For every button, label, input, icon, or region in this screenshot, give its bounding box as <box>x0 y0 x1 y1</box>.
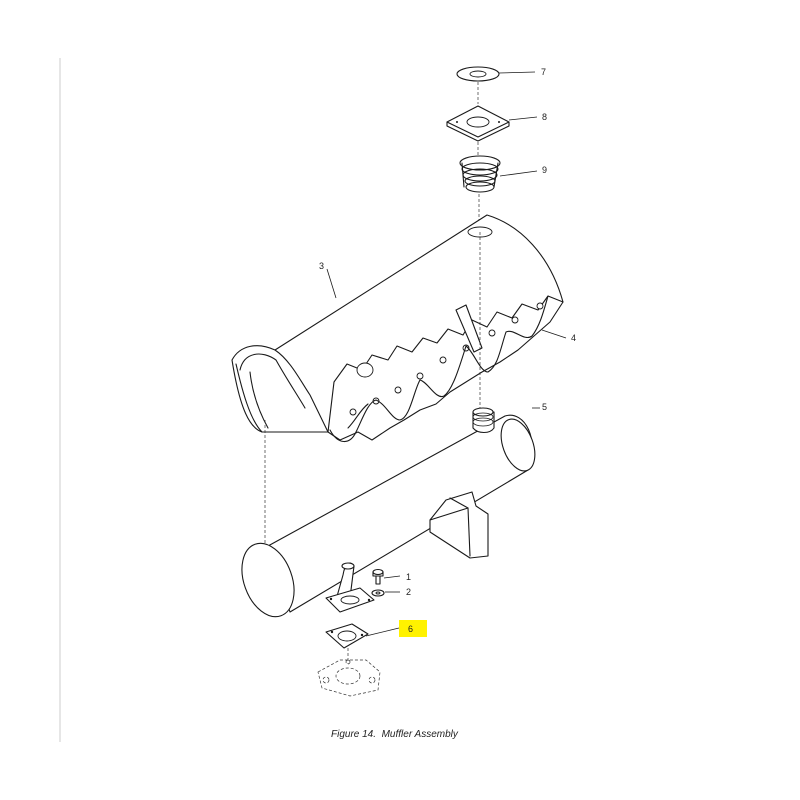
callout-9[interactable]: 9 <box>542 165 547 175</box>
callout-5[interactable]: 5 <box>542 402 547 412</box>
figure-caption: Figure 14. Muffler Assembly <box>331 729 459 740</box>
part-7-washer <box>456 66 500 82</box>
callout-7[interactable]: 7 <box>541 67 546 77</box>
callout-1[interactable]: 1 <box>406 572 411 582</box>
callout-6[interactable]: 6 <box>408 624 413 634</box>
part-5-muffler <box>241 407 536 618</box>
callout-8[interactable]: 8 <box>542 112 547 122</box>
part-6-gasket <box>325 623 369 649</box>
shield-strap-tab <box>455 304 483 353</box>
part-1-bolt <box>372 568 384 585</box>
part-8-flange-plate <box>446 105 510 142</box>
part-2-lock-washer <box>371 589 385 597</box>
part-9-spring <box>459 155 501 193</box>
callout-2[interactable]: 2 <box>406 587 411 597</box>
leader-lines <box>326 71 567 637</box>
callout-3[interactable]: 3 <box>319 261 324 271</box>
outlet-flange <box>325 587 375 613</box>
callout-4[interactable]: 4 <box>571 333 576 343</box>
manifold-flange <box>317 659 381 697</box>
callout-6-highlight <box>399 620 427 637</box>
part-3-heat-shield <box>231 214 564 441</box>
part-4-clamp-wire <box>329 295 549 443</box>
